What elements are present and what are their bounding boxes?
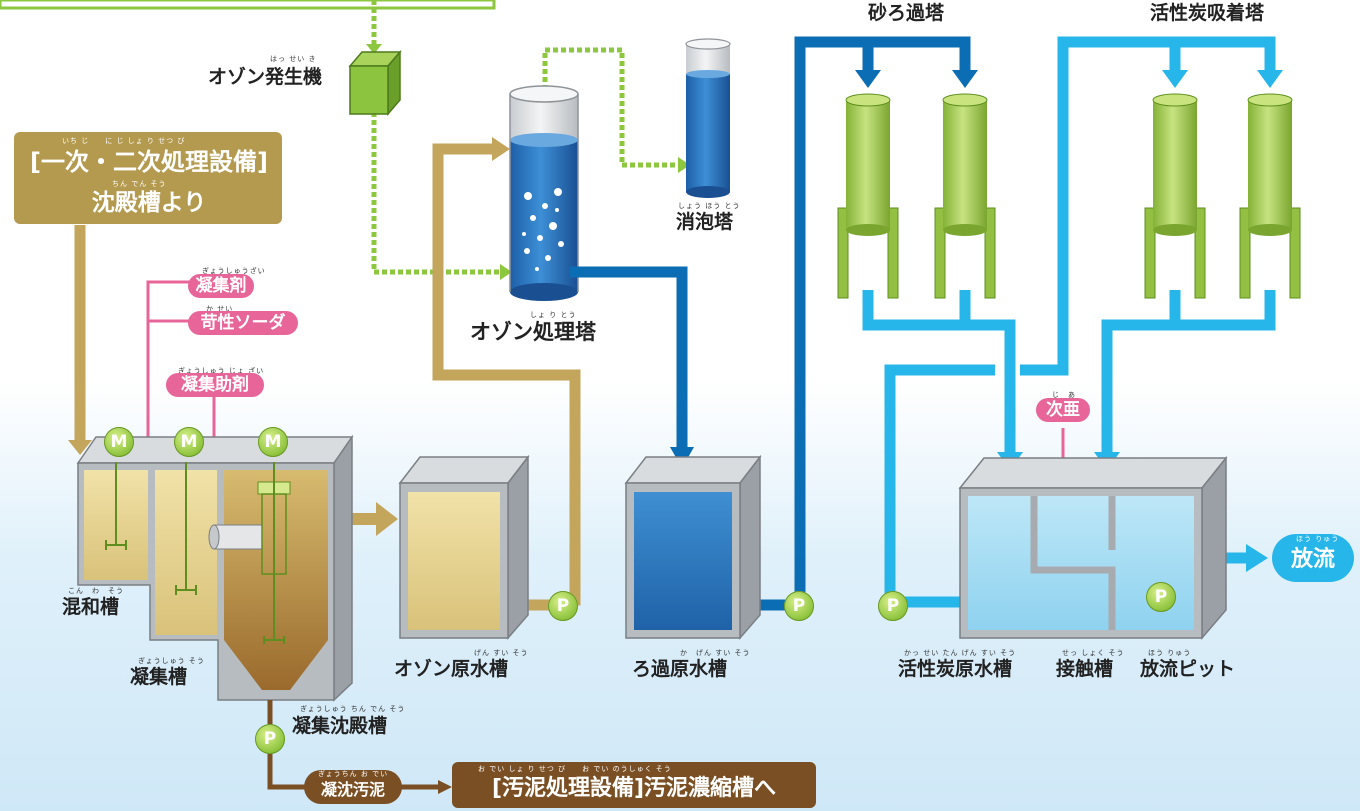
sludge-pump: P <box>255 724 285 754</box>
ozone-tower-outflow-line <box>570 266 688 450</box>
defoam-gas-arrow <box>678 157 690 173</box>
discharge-ruby: ほう りゅう <box>1296 535 1340 543</box>
settling-inflow-arrow <box>68 440 92 455</box>
coag-tank-ruby: ぎょうしゅう そう <box>138 657 205 665</box>
caustic-soda-label: 苛性ソーダ <box>188 311 298 335</box>
hypochlorite-label: 次亜 <box>1036 398 1090 422</box>
filter-raw-label: ろ過原水槽 <box>632 658 728 680</box>
sand-filter-towers <box>837 93 996 299</box>
sand-filter-tower-right <box>934 93 996 299</box>
sludge-ruby: ぎょうちん お でい <box>318 770 389 778</box>
carbon-raw-label: 活性炭原水槽 <box>898 658 1013 680</box>
primary-secondary-box <box>14 132 282 224</box>
ozone-generator-label: オゾン発生機 <box>208 66 323 88</box>
discharge-pit-pump: P <box>1146 582 1176 612</box>
ozone-tower-gas-arrow <box>500 264 512 280</box>
carbon-tower-right <box>1239 93 1301 299</box>
carbon-right-out-line <box>1175 290 1276 331</box>
contact-tank-ruby: せっ しょく そう <box>1062 649 1125 657</box>
coagulant-label: 凝集剤 <box>188 274 254 298</box>
sludge-destination-label: [汚泥処理設備]汚泥濃縮槽へ <box>491 776 777 801</box>
coag-settling-ruby: ぎょうしゅう ちん でん そう <box>300 705 406 713</box>
sludge-destination-box <box>452 762 816 808</box>
filter-raw-pump-riser-line <box>794 36 971 600</box>
sludge-destination-ruby: お でい しょ り せつ び お でい のうしゅく そう <box>478 765 672 773</box>
settling-source-label: 沈殿槽より <box>91 190 207 216</box>
ozone-generator-ruby: はっ せい き <box>270 55 317 63</box>
ozone-tower-inflow-arrow <box>492 137 510 161</box>
carbon-adsorption-towers <box>1144 93 1301 299</box>
defoam-tower-label: 消泡塔 <box>676 211 734 233</box>
carbon-raw-ruby: かっ せい たん げん すい そう <box>904 649 1017 657</box>
primary-secondary-ruby: いち じ に じ しょ り せつ び <box>62 137 186 145</box>
discharge-pit-label: 放流ピット <box>1140 658 1236 680</box>
sludge-label: 凝沈汚泥 <box>304 770 402 804</box>
to-carbon-towers-line <box>1020 36 1276 376</box>
settling-source-ruby: ちん でん そう <box>112 180 167 188</box>
coag-aid-label: 凝集助剤 <box>166 373 264 397</box>
ozone-bubbles <box>522 188 564 271</box>
coag-aid-ruby: ぎょうしゅう じょ ざい <box>178 367 265 375</box>
carbon-raw-riser-line <box>884 364 995 600</box>
ozone-feed-arrow <box>366 44 382 54</box>
sand-filter-tower-left <box>837 93 899 299</box>
ozone-raw-label: オゾン原水槽 <box>394 658 509 680</box>
filter-raw-pump: P <box>784 591 814 621</box>
ozone-generator-out-line <box>371 112 500 275</box>
caustic-soda-ruby: か せい <box>206 305 234 313</box>
carbon-contact-pit-tank <box>958 455 1228 641</box>
mixing-tank-label: 混和槽 <box>62 596 120 618</box>
defoam-tower-ruby: しょう ほう とう <box>678 202 741 210</box>
ozone-raw-ruby: げん すい そう <box>474 649 529 657</box>
carbon-tower-left <box>1144 93 1206 299</box>
ozone-raw-water-tank <box>398 454 530 641</box>
ozone-generator <box>348 49 402 117</box>
ozone-gas-lines <box>371 0 680 275</box>
sand-filter-label: 砂ろ過塔 <box>868 2 945 24</box>
ozone-tower-label: オゾン処理塔 <box>470 320 596 344</box>
contact-tank-label: 接触槽 <box>1056 658 1114 680</box>
filter-raw-water-tank <box>624 454 762 641</box>
carbon-left-out-line <box>1101 290 1181 455</box>
mixer-motor-1: M <box>104 427 134 457</box>
ozone-tower-ruby: しょ り とう <box>530 311 577 319</box>
ozone-treatment-tower <box>509 85 579 301</box>
mixer-motor-2: M <box>174 427 204 457</box>
settling-tank-water <box>224 470 328 690</box>
carbon-adsorption-label: 活性炭吸着塔 <box>1150 2 1265 24</box>
defoam-gas-line <box>542 47 680 168</box>
sand-filter-left-out-line <box>862 290 1016 455</box>
ozone-raw-pump: P <box>548 591 578 621</box>
coagulant-line <box>146 280 190 452</box>
coag-tank-label: 凝集槽 <box>130 666 188 688</box>
coag-settling-label: 凝集沈殿槽 <box>292 715 388 737</box>
mixer-motor-3: M <box>258 427 288 457</box>
coagulant-ruby: ぎょうしゅうざい <box>202 267 266 275</box>
top-banner-fragment <box>0 0 496 10</box>
filter-raw-ruby: か げん すい そう <box>680 649 751 657</box>
mixing-tank-ruby: こん わ そう <box>68 587 124 595</box>
carbon-raw-pump: P <box>878 591 908 621</box>
coagulation-tank-complex <box>76 434 354 702</box>
discharge-pit-ruby: ほう りゅう <box>1148 649 1192 657</box>
discharge-label: 放流 <box>1272 534 1354 582</box>
defoaming-tower <box>685 38 731 198</box>
hypochlorite-ruby: じ あ <box>1052 391 1076 399</box>
primary-secondary-label: [一次・二次処理設備] <box>30 148 268 176</box>
light-blue-lines <box>862 36 1276 608</box>
